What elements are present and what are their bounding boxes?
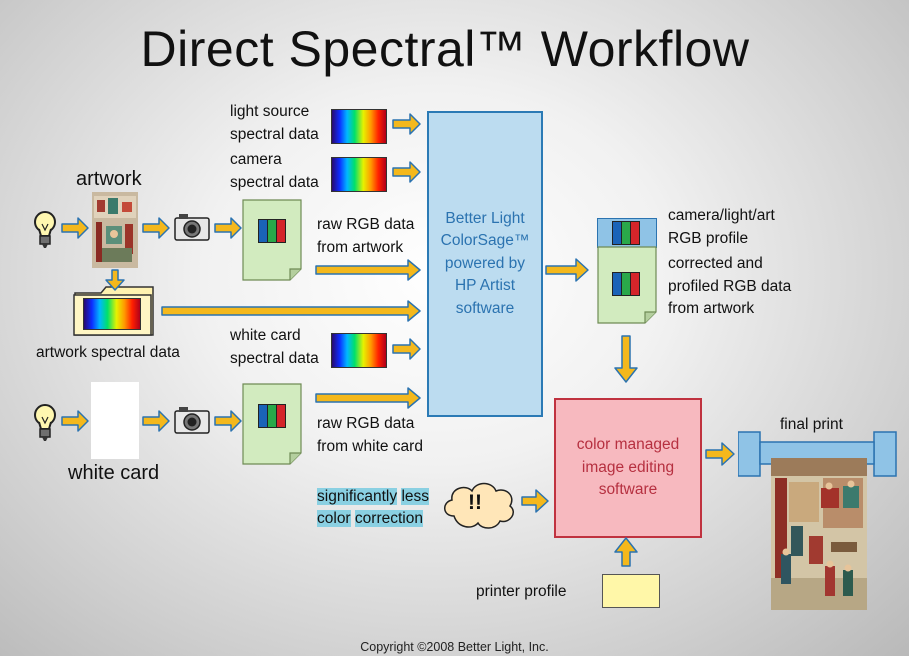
arrow-artwork-to-camera xyxy=(142,217,170,239)
less-correction-line-2: color correction xyxy=(317,507,423,530)
colorsage-line-4: HP Artist xyxy=(454,277,515,295)
less-correction-word-2: less xyxy=(401,488,430,505)
less-correction-word-4: correction xyxy=(354,510,423,527)
white-card-image xyxy=(91,382,139,459)
raw-rgb-artwork-label-2: from artwork xyxy=(317,239,404,256)
white-card-spectral-label-1: white card xyxy=(230,327,301,344)
corrected-label-1: corrected and xyxy=(668,255,763,272)
light-source-label-2: spectral data xyxy=(230,126,319,143)
arrow-profile-down xyxy=(614,335,638,383)
less-correction-word-1: significantly xyxy=(317,488,398,505)
rgb-chip xyxy=(612,272,640,296)
arrow-camera-spectral xyxy=(392,161,421,183)
white-card-label: white card xyxy=(68,462,160,484)
exclamation-text: !! xyxy=(468,491,482,514)
camera-icon xyxy=(174,214,210,241)
rgb-chip xyxy=(258,219,286,243)
raw-rgb-artwork-label-1: raw RGB data xyxy=(317,216,415,233)
final-print-label: final print xyxy=(780,416,843,433)
arrow-editing-to-print xyxy=(705,442,735,466)
rgb-chip xyxy=(612,221,640,245)
image-editing-box: color managed image editing software xyxy=(554,398,702,538)
slide-title: Direct Spectral™ Workflow xyxy=(140,21,750,77)
camera-spectral-label-2: spectral data xyxy=(230,174,319,191)
colorsage-line-3: powered by xyxy=(444,254,526,272)
artwork-label: artwork xyxy=(76,168,142,190)
arrow-light-source xyxy=(392,113,421,135)
less-correction-word-3: color xyxy=(317,510,351,527)
printer-profile-box xyxy=(602,574,660,608)
colorsage-line-2: ColorSage™ xyxy=(440,232,530,250)
light-source-label-1: light source xyxy=(230,103,310,120)
colorsage-box: Better Light ColorSage™ powered by HP Ar… xyxy=(427,111,543,417)
arrow-bulb-to-artwork xyxy=(61,217,89,239)
arrow-printer-profile-up xyxy=(614,537,638,567)
lightbulb-icon xyxy=(34,404,56,441)
light-source-spectrum xyxy=(331,109,387,144)
editing-line-1: color managed xyxy=(576,436,680,454)
white-card-spectrum xyxy=(331,333,387,368)
artwork-thumbnail xyxy=(92,192,138,268)
arrow-raw-art-to-box xyxy=(315,259,421,281)
arrow-raw-white-to-box xyxy=(315,387,421,409)
final-print-image xyxy=(771,458,867,610)
camera-spectral-label-1: camera xyxy=(230,151,282,168)
colorsage-line-5: software xyxy=(455,299,515,317)
copyright-text: Copyright ©2008 Better Light, Inc. xyxy=(360,640,549,654)
profile-label-2: RGB profile xyxy=(668,230,749,247)
exclamation-cloud-icon xyxy=(444,482,514,529)
artwork-spectral-label: artwork spectral data xyxy=(36,344,180,361)
arrow-folder-to-box xyxy=(161,300,421,322)
arrow-white-spectral xyxy=(392,338,421,360)
less-correction-line-1: significantly less xyxy=(317,485,430,508)
editing-line-2: image editing xyxy=(581,458,675,476)
lightbulb-icon xyxy=(34,211,56,248)
arrow-box-to-profile xyxy=(545,258,589,282)
printer-profile-label: printer profile xyxy=(476,583,567,600)
arrow-white-to-camera xyxy=(142,410,170,432)
arrow-camera2-to-doc xyxy=(214,410,242,432)
raw-rgb-white-label-2: from white card xyxy=(317,438,423,455)
arrow-artwork-down xyxy=(105,269,125,291)
corrected-label-3: from artwork xyxy=(668,300,755,317)
arrow-bulb-to-white xyxy=(61,410,89,432)
profile-label-1: camera/light/art xyxy=(668,207,775,224)
artwork-spectrum xyxy=(83,298,141,330)
camera-spectrum xyxy=(331,157,387,192)
rgb-chip xyxy=(258,404,286,428)
camera-icon xyxy=(174,407,210,434)
editing-line-3: software xyxy=(598,481,658,499)
corrected-label-2: profiled RGB data xyxy=(668,278,792,295)
raw-rgb-white-label-1: raw RGB data xyxy=(317,415,415,432)
arrow-cloud-to-editing xyxy=(521,489,549,513)
white-card-spectral-label-2: spectral data xyxy=(230,350,319,367)
arrow-camera-to-doc xyxy=(214,217,242,239)
colorsage-line-1: Better Light xyxy=(445,209,525,227)
